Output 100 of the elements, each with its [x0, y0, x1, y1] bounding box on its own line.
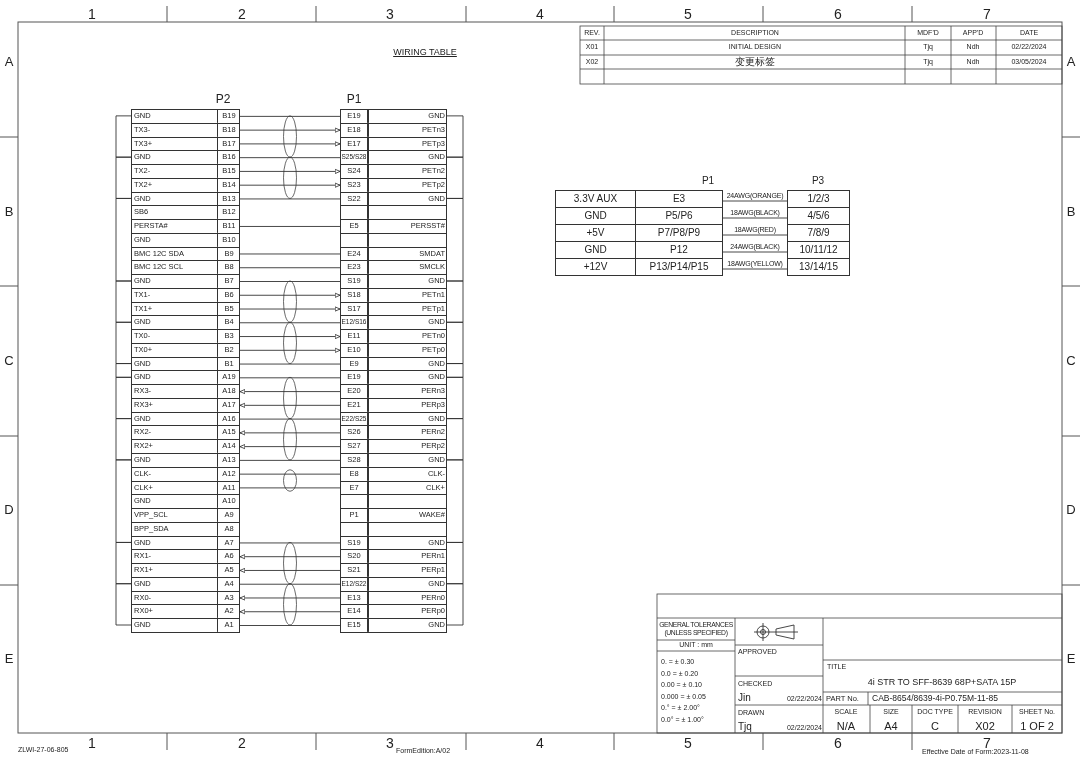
ground-bus-line — [446, 418, 464, 461]
zone-letter: A — [3, 54, 15, 70]
wire — [239, 267, 341, 269]
ground-bus-line — [446, 459, 464, 543]
ground-bus-line — [446, 280, 464, 323]
table-row — [340, 563, 447, 578]
connector-heading: P1 — [700, 175, 716, 187]
table-row — [131, 164, 240, 179]
pin-number: P12 — [669, 243, 689, 257]
ground-bus-line — [446, 542, 464, 585]
wire — [239, 418, 341, 420]
table-row — [340, 109, 447, 124]
ground-bus-line — [446, 321, 464, 364]
table-row — [131, 109, 240, 124]
field-value: N/A — [835, 719, 857, 733]
table-row — [340, 384, 447, 399]
ground-bus-line — [115, 376, 132, 420]
connector-heading: P3 — [810, 175, 826, 187]
table-row — [340, 618, 447, 633]
wire — [239, 281, 341, 282]
zone-number: 6 — [833, 6, 843, 23]
table-row — [340, 219, 447, 234]
zone-letter: D — [1065, 502, 1077, 518]
table-row — [340, 274, 447, 289]
drawing-title: 4i STR TO SFF-8639 68P+SATA 15P — [866, 677, 1018, 688]
zone-letter: D — [3, 502, 15, 518]
pin-number: 7/8/9 — [806, 226, 831, 240]
ground-bus-line — [115, 583, 132, 626]
wire — [239, 253, 341, 255]
wire — [239, 157, 341, 159]
signal-name: +5V — [585, 226, 606, 240]
zone-number: 4 — [535, 735, 545, 752]
signature: Tjq — [738, 721, 753, 733]
table-row — [131, 384, 240, 399]
table-row — [555, 207, 723, 225]
field-value: A4 — [883, 719, 899, 733]
table-row — [340, 164, 447, 179]
pin-number: P7/P8/P9 — [656, 226, 702, 240]
ground-bus-line — [446, 583, 464, 626]
pin-number: 1/2/3 — [806, 192, 831, 206]
table-row — [131, 618, 240, 633]
ground-bus-line — [115, 363, 132, 378]
pin-cell — [787, 224, 850, 242]
field-value: C — [930, 719, 940, 733]
wire — [239, 198, 341, 200]
table-row — [131, 219, 240, 234]
ground-bus-line — [446, 376, 464, 420]
signal-name: +12V — [582, 260, 609, 274]
table-row — [131, 329, 240, 344]
zone-number: 2 — [237, 735, 247, 752]
table-row — [131, 439, 240, 454]
wire — [239, 487, 341, 489]
ground-bus-line — [115, 542, 132, 585]
pin-number: E3 — [671, 192, 687, 206]
wire — [722, 234, 788, 236]
zone-letter: C — [3, 353, 15, 369]
field-value: X02 — [974, 719, 996, 733]
wire — [239, 542, 341, 544]
wire — [239, 583, 341, 585]
ground-bus-line — [115, 198, 132, 282]
zone-number: 5 — [683, 6, 693, 23]
ground-bus-line — [115, 280, 132, 323]
wire — [239, 377, 341, 379]
ground-bus-line — [115, 321, 132, 364]
wire — [239, 459, 341, 461]
ground-bus-line — [446, 115, 464, 158]
zone-number: 1 — [87, 6, 97, 23]
pin-number: 10/11/12 — [798, 243, 839, 257]
pin-number: 13/14/15 — [798, 260, 839, 274]
zone-number: 4 — [535, 6, 545, 23]
pin-cell — [787, 241, 850, 259]
zone-letter: E — [1065, 651, 1077, 667]
zone-number: 3 — [385, 6, 395, 23]
ground-bus-line — [115, 459, 132, 543]
wire — [239, 625, 341, 626]
zone-letter: E — [3, 651, 15, 667]
table-row — [555, 224, 723, 242]
table-row — [340, 329, 447, 344]
wire — [239, 473, 341, 475]
wire — [722, 251, 788, 253]
zone-number: 2 — [237, 6, 247, 23]
signal-name: GND — [583, 209, 608, 223]
pin-cell — [787, 258, 850, 276]
ground-bus-line — [446, 198, 464, 282]
table-row — [340, 439, 447, 454]
zone-number: 5 — [683, 735, 693, 752]
table-row — [555, 241, 723, 259]
zone-letter: B — [3, 204, 15, 220]
wire — [239, 363, 341, 365]
table-row — [340, 508, 447, 523]
field-value: 1 OF 2 — [1019, 719, 1055, 733]
ground-bus-line — [115, 115, 132, 158]
table-row — [555, 258, 723, 276]
ground-bus-line — [446, 363, 464, 378]
ground-bus-line — [115, 156, 132, 199]
signature: Jin — [738, 692, 752, 704]
revision-entry: 变更标签 — [734, 56, 776, 68]
pin-cell — [787, 190, 850, 208]
pin-number: P5/P6 — [664, 209, 694, 223]
connector-heading: P1 — [345, 93, 363, 107]
